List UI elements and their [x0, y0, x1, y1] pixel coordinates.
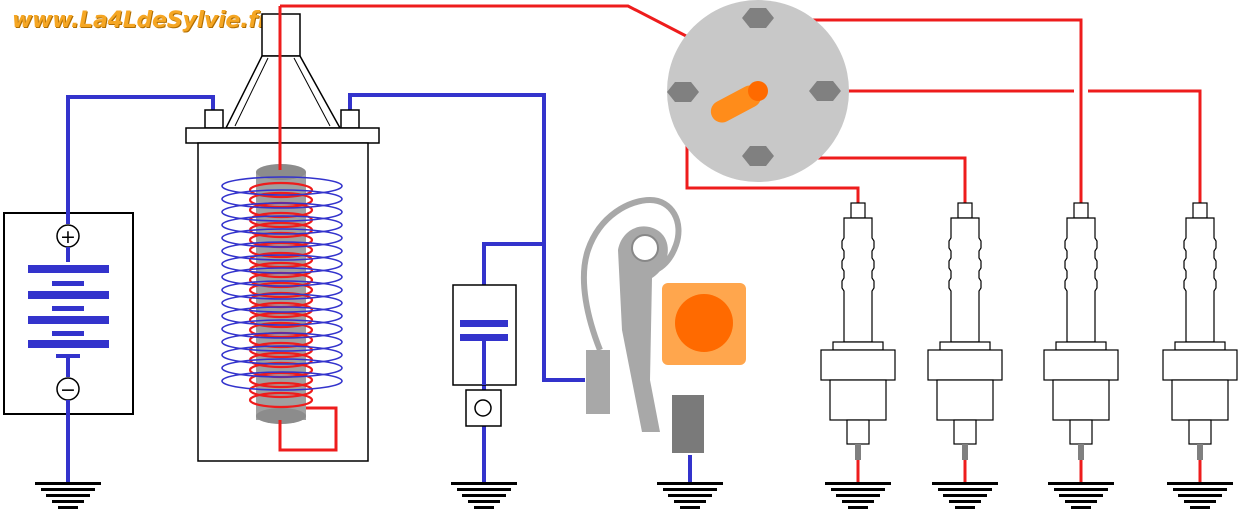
ground-icon — [1167, 482, 1233, 509]
spark-plug-1 — [820, 202, 896, 482]
site-watermark: www.La4LdeSylvie.fr — [12, 8, 269, 33]
condenser-bolt-icon — [474, 399, 492, 417]
ground-icon — [825, 482, 891, 509]
breaker-spring — [580, 196, 682, 352]
coil-terminal-left — [204, 109, 224, 129]
ground-icon — [932, 482, 998, 509]
distributor-post-bottom — [742, 146, 774, 166]
battery: + − — [3, 212, 134, 415]
battery-negative-symbol: − — [60, 379, 76, 401]
distributor-post-left — [667, 82, 699, 102]
coil-terminal-right — [340, 109, 360, 129]
distributor-post-right — [809, 81, 841, 101]
spark-plug-4 — [1162, 202, 1238, 482]
spark-plugs — [820, 202, 1238, 482]
breaker-arm — [618, 226, 668, 432]
distributor-post-top — [742, 8, 774, 28]
battery-cells-icon — [28, 265, 109, 358]
low-tension-wires — [66, 93, 692, 482]
coil-primary-winding — [221, 176, 343, 391]
ignition-coil — [185, 6, 380, 462]
cam-lobe-icon — [675, 294, 733, 352]
spark-plug-2 — [927, 202, 1003, 482]
breaker-pivot-icon — [631, 234, 659, 262]
distributor-rotor-icon — [710, 85, 762, 123]
ground-icon — [1048, 482, 1114, 509]
battery-positive-symbol: + — [60, 226, 76, 248]
contact-breaker — [580, 196, 746, 453]
ground-icon — [657, 482, 723, 509]
spark-plug-3 — [1043, 202, 1119, 482]
distributor-cap — [667, 0, 849, 182]
ground-icon — [35, 482, 101, 509]
coil-cap — [185, 127, 380, 144]
condenser — [452, 284, 517, 427]
breaker-fixed-contact — [586, 350, 610, 414]
ground-icon — [451, 482, 517, 509]
ground-symbols — [35, 482, 1233, 509]
breaker-base — [672, 395, 704, 453]
